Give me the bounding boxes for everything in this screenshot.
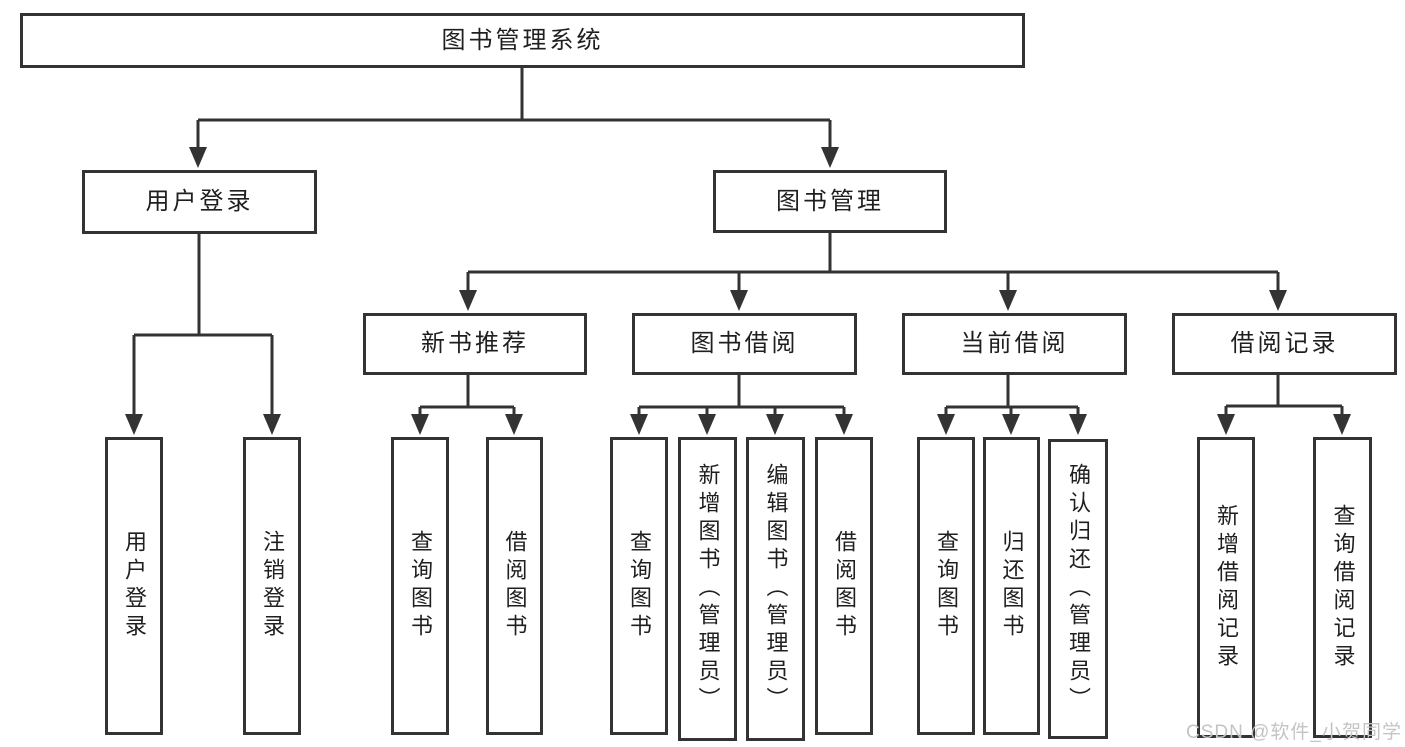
connector-new-book-branch (411, 375, 523, 435)
leaf-current-return-books-label: 归还图书 (999, 530, 1025, 642)
leaf-user-login-label: 用户登录 (122, 530, 147, 642)
node-borrowing-records: 借阅记录 (1172, 313, 1397, 375)
node-new-book-recommend: 新书推荐 (363, 313, 587, 375)
csdn-watermark: CSDN @软件_小贺同学 (1186, 722, 1402, 743)
leaf-records-query-record: 查询借阅记录 (1313, 437, 1372, 738)
leaf-records-add-record-label: 新增借阅记录 (1214, 503, 1239, 672)
leaf-borrow-borrow-books: 借阅图书 (815, 437, 873, 735)
node-current-borrowing: 当前借阅 (902, 313, 1127, 375)
node-root-label: 图书管理系统 (441, 26, 604, 54)
node-borrowing-records-label: 借阅记录 (1230, 330, 1339, 357)
connector-book-management-branch (459, 233, 1287, 311)
connector-book-borrowing-branch (630, 375, 853, 435)
leaf-records-query-record-label: 查询借阅记录 (1330, 503, 1356, 672)
node-root: 图书管理系统 (20, 13, 1025, 68)
leaf-logout: 注销登录 (243, 437, 301, 735)
leaf-borrow-edit-books-admin-label: 编辑图书（管理员） (763, 463, 789, 715)
leaf-newbook-borrow-books-label: 借阅图书 (502, 530, 528, 642)
node-new-book-recommend-label: 新书推荐 (421, 330, 529, 357)
leaf-newbook-query-books-label: 查询图书 (408, 530, 433, 642)
connector-borrowing-records-branch (1217, 375, 1351, 435)
node-user-login-label: 用户登录 (145, 188, 254, 215)
node-book-management: 图书管理 (713, 170, 947, 233)
leaf-records-add-record: 新增借阅记录 (1197, 437, 1255, 738)
node-current-borrowing-label: 当前借阅 (960, 330, 1069, 357)
node-book-management-label: 图书管理 (776, 187, 884, 215)
leaf-borrow-add-books-admin: 新增图书（管理员） (678, 437, 737, 741)
leaf-current-confirm-return-admin-label: 确认归还（管理员） (1066, 463, 1091, 715)
connector-user-login-branch (125, 234, 281, 435)
leaf-current-query-books-label: 查询图书 (934, 530, 959, 642)
leaf-borrow-query-books-label: 查询图书 (627, 530, 652, 642)
leaf-current-query-books: 查询图书 (917, 437, 975, 735)
leaf-borrow-edit-books-admin: 编辑图书（管理员） (746, 437, 805, 741)
leaf-newbook-query-books: 查询图书 (391, 437, 449, 735)
leaf-logout-label: 注销登录 (260, 530, 285, 642)
node-book-borrowing: 图书借阅 (632, 313, 857, 375)
leaf-borrow-add-books-admin-label: 新增图书（管理员） (695, 463, 721, 715)
node-book-borrowing-label: 图书借阅 (690, 330, 799, 357)
leaf-current-confirm-return-admin: 确认归还（管理员） (1048, 439, 1108, 739)
leaf-borrow-borrow-books-label: 借阅图书 (832, 530, 857, 642)
leaf-borrow-query-books: 查询图书 (610, 437, 668, 735)
connector-root-branch (189, 68, 839, 168)
node-user-login: 用户登录 (82, 170, 317, 234)
leaf-newbook-borrow-books: 借阅图书 (486, 437, 543, 735)
leaf-current-return-books: 归还图书 (983, 437, 1040, 735)
leaf-user-login: 用户登录 (105, 437, 163, 735)
connector-current-borrowing-branch (937, 375, 1087, 435)
